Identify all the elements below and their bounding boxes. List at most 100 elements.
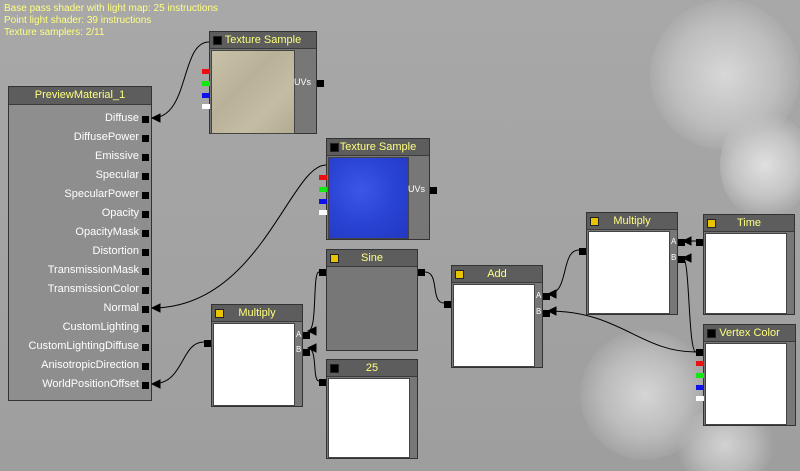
input-b-label: B [536,307,542,316]
material-input-opacitymask: OpacityMask [75,226,139,238]
channel-b-pin[interactable] [319,199,327,204]
node-collapse-icon[interactable] [330,364,339,373]
wire-add-b [547,310,697,353]
material-input-pin[interactable] [142,211,149,218]
channel-b-pin[interactable] [696,385,704,390]
add-output-pin[interactable] [444,301,451,308]
input-b-pin[interactable] [678,256,685,263]
material-input-pin[interactable] [142,363,149,370]
constant-output-pin[interactable] [319,379,326,386]
node-title: Texture Sample [339,141,417,153]
input-a-label: A [296,330,302,339]
material-input-transmissioncolor: TransmissionColor [47,283,139,295]
material-input-normal: Normal [103,302,139,314]
input-b-label: B [296,345,302,354]
wire-multiply-a [307,271,320,332]
node-collapse-icon[interactable] [213,36,222,45]
wire-arrow [681,236,692,246]
time-output-pin[interactable] [696,239,703,246]
wire-diffuse [151,41,210,119]
channel-g-pin[interactable] [696,373,704,378]
channel-r-pin[interactable] [202,69,210,74]
node-title: Multiply [238,307,276,319]
multiply-node[interactable]: Multiply A B [579,212,685,315]
uvs-pin[interactable] [430,187,437,194]
input-a-pin[interactable] [678,239,685,246]
wire-arrow [681,253,692,263]
input-a-pin[interactable] [543,293,550,300]
material-input-pin[interactable] [142,249,149,256]
channel-g-pin[interactable] [202,81,210,86]
node-header: Multiply [212,305,302,322]
vertex-color-output-pin[interactable] [696,349,703,356]
texture-sample-node[interactable]: Texture Sample UVs [319,138,437,240]
node-title: Texture Sample [224,34,302,46]
time-preview [705,233,787,314]
input-b-pin[interactable] [303,349,310,356]
material-input-specularpower: SpecularPower [64,188,139,200]
node-collapse-icon[interactable] [455,270,464,279]
node-collapse-icon[interactable] [707,219,716,228]
material-input-pin[interactable] [142,135,149,142]
node-collapse-icon[interactable] [215,309,224,318]
material-input-specular: Specular [95,169,139,181]
multiply-output-pin[interactable] [204,340,211,347]
channel-b-pin[interactable] [202,93,210,98]
material-input-pin[interactable] [142,192,149,199]
wire-arrow [306,343,317,353]
constant-node[interactable]: 25 [319,359,418,459]
time-node[interactable]: Time [696,214,795,315]
material-input-pin[interactable] [142,306,149,313]
channel-g-pin[interactable] [319,187,327,192]
node-collapse-icon[interactable] [330,254,339,263]
input-a-label: A [536,291,542,300]
channel-a-pin[interactable] [202,104,210,109]
material-input-pin[interactable] [142,173,149,180]
wire-mult2-b [682,257,697,353]
channel-a-pin[interactable] [696,396,704,401]
node-collapse-icon[interactable] [707,329,716,338]
uvs-pin[interactable] [317,80,324,87]
vertex-color-node[interactable]: Vertex Color [696,324,796,426]
material-input-pin[interactable] [142,154,149,161]
node-title: Time [736,217,762,229]
material-input-pin[interactable] [142,344,149,351]
material-input-pin[interactable] [142,116,149,123]
material-input-anisotropicdirection: AnisotropicDirection [41,359,139,371]
multiply-node[interactable]: Multiply A B [204,304,310,407]
stats-base-pass: Base pass shader with light map: 25 inst… [4,3,218,14]
input-a-pin[interactable] [303,332,310,339]
multiply-preview [588,231,670,314]
vertex-color-preview [705,343,787,425]
material-input-customlighting: CustomLighting [62,321,139,333]
sine-output-pin[interactable] [319,269,326,276]
channel-a-pin[interactable] [319,210,327,215]
material-input-customlightingdiffuse: CustomLightingDiffuse [28,340,139,352]
multiply-output-pin[interactable] [579,248,586,255]
node-collapse-icon[interactable] [330,143,339,152]
input-b-pin[interactable] [543,310,550,317]
add-node[interactable]: Add A B [444,265,550,368]
material-input-pin[interactable] [142,230,149,237]
node-collapse-icon[interactable] [590,217,599,226]
multiply-preview [213,323,295,406]
sine-input-pin[interactable] [418,269,425,276]
uvs-label: UVs [294,77,312,87]
texture-sample-node[interactable]: Texture Sample UVs [202,31,324,134]
material-input-pin[interactable] [142,325,149,332]
shader-stats: Base pass shader with light map: 25 inst… [4,3,218,39]
material-input-pin[interactable] [142,268,149,275]
texture-preview [328,157,409,239]
material-node-title: PreviewMaterial_1 [9,87,151,105]
node-title: Multiply [613,215,651,227]
node-header: Vertex Color [704,325,795,342]
material-input-pin[interactable] [142,287,149,294]
sine-node[interactable]: Sine [319,249,425,351]
wire-arrow [546,289,557,299]
channel-r-pin[interactable] [696,361,704,366]
channel-r-pin[interactable] [319,175,327,180]
material-input-pin[interactable] [142,382,149,389]
wire-arrow [150,379,161,389]
